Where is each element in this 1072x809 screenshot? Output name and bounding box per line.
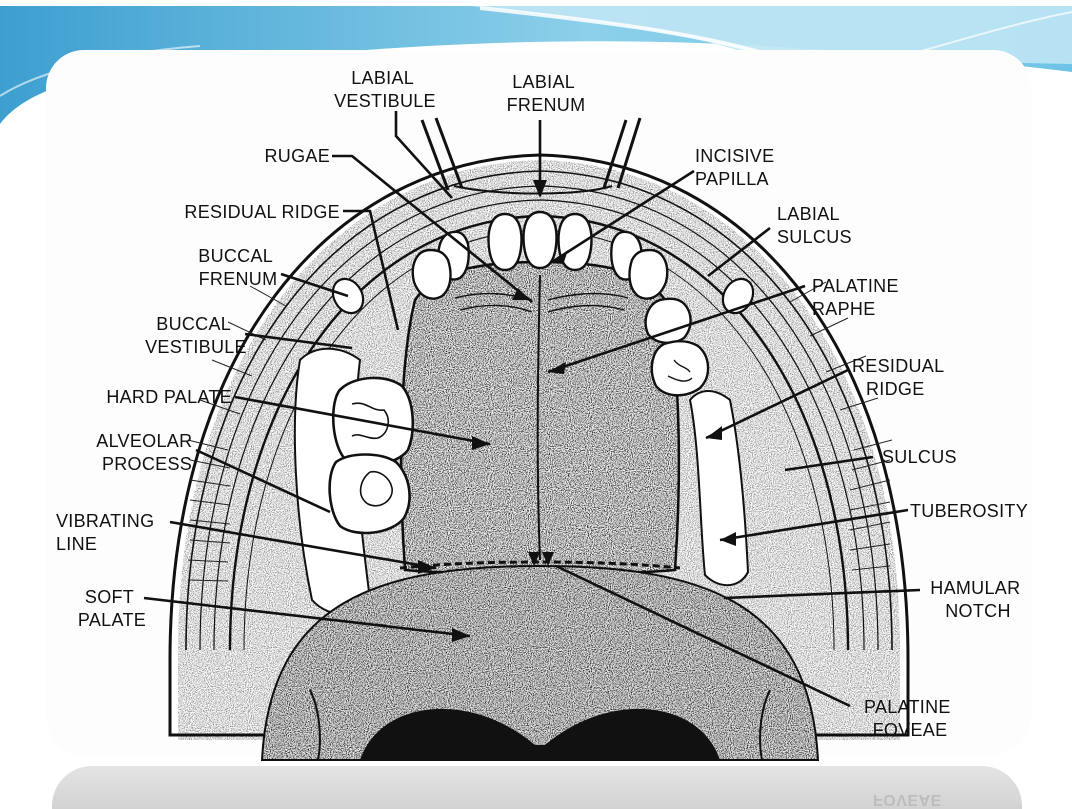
label-hard-palate: HARD PALATE: [106, 387, 232, 407]
label-rugae: RUGAE: [264, 146, 330, 166]
label-tuberosity: TUBEROSITY: [910, 501, 1028, 521]
label-soft-palate: SOFT PALATE: [78, 587, 146, 630]
label-labial-vestibule: LABIAL VESTIBULE: [334, 68, 436, 111]
label-line: HARD PALATE: [106, 387, 232, 407]
label-line: SULCUS: [777, 227, 852, 247]
label-line: LABIAL: [351, 68, 414, 88]
label-line: NOTCH: [945, 601, 1011, 621]
label-line: PALATINE: [864, 697, 951, 717]
hard-palate: [395, 255, 685, 580]
label-line: RIDGE: [866, 379, 925, 399]
label-residual-ridge-right: RESIDUAL RIDGE: [852, 356, 949, 399]
label-line: HAMULAR: [930, 578, 1020, 598]
label-line: TUBEROSITY: [910, 501, 1028, 521]
label-residual-ridge-left: RESIDUAL RIDGE: [184, 202, 340, 222]
label-labial-sulcus: LABIAL SULCUS: [777, 204, 852, 247]
label-alveolar-process: ALVEOLAR PROCESS: [96, 431, 197, 474]
left-molars: [330, 378, 413, 533]
label-palatine-raphe: PALATINE RAPHE: [812, 276, 904, 319]
label-labial-frenum: LABIAL FRENUM: [507, 72, 586, 115]
label-line: VIBRATING: [56, 511, 154, 531]
label-line: VESTIBULE: [334, 91, 436, 111]
label-line: LABIAL: [777, 204, 840, 224]
label-line: RAPHE: [812, 299, 876, 319]
label-line: FRENUM: [507, 95, 586, 115]
label-line: ALVEOLAR: [96, 431, 192, 451]
label-vibrating-line: VIBRATING LINE: [56, 511, 160, 554]
label-line: LABIAL: [512, 72, 575, 92]
label-line: RUGAE: [264, 146, 330, 166]
label-line: FRENUM: [199, 269, 278, 289]
label-buccal-frenum: BUCCAL FRENUM: [198, 246, 277, 289]
label-line: LINE: [56, 534, 97, 554]
label-line: BUCCAL: [198, 246, 273, 266]
label-line: PALATINE: [812, 276, 899, 296]
label-line: INCISIVE: [695, 146, 774, 166]
label-line: FOVEAE: [873, 720, 948, 740]
label-line: SULCUS: [882, 447, 957, 467]
label-line: VESTIBULE: [145, 337, 247, 357]
label-buccal-vestibule: BUCCAL VESTIBULE: [145, 314, 247, 357]
label-incisive-papilla: INCISIVE PAPILLA: [695, 146, 780, 189]
label-line: BUCCAL: [156, 314, 231, 334]
label-line: PALATE: [78, 610, 146, 630]
label-sulcus: SULCUS: [882, 447, 957, 467]
label-line: PAPILLA: [695, 169, 769, 189]
label-hamular-notch: HAMULAR NOTCH: [930, 578, 1025, 621]
label-line: SOFT: [85, 587, 134, 607]
label-line: RESIDUAL RIDGE: [184, 202, 340, 222]
label-line: PROCESS: [102, 454, 192, 474]
label-line: RESIDUAL: [852, 356, 944, 376]
